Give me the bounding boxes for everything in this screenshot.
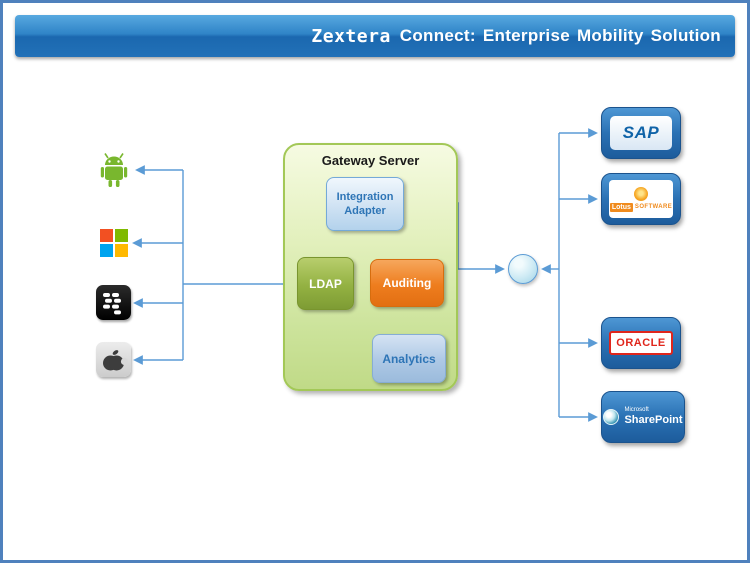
sap-logo-icon: SAP [610,116,672,150]
integration-adapter-node: Integration Adapter [326,177,404,231]
ms-blue-square [100,244,113,257]
system-sharepoint: Microsoft SharePoint [601,391,685,443]
android-icon [95,151,133,189]
sap-label: SAP [622,123,660,142]
integration-adapter-label: Integration Adapter [336,190,394,217]
apple-icon [96,342,131,377]
lotus-logo-icon: Lotus SOFTWARE [609,180,673,218]
title-bar: Zextera Connect: Enterprise Mobility Sol… [15,15,735,57]
ms-yellow-square [115,244,128,257]
analytics-node: Analytics [372,334,446,383]
blackberry-icon [96,285,131,320]
hub-connector-circle [508,254,538,284]
system-sap: SAP [601,107,681,159]
sharepoint-label: SharePoint [624,414,683,427]
ms-green-square [115,229,128,242]
oracle-logo-icon: ORACLE [609,331,673,355]
auditing-label: Auditing [382,276,432,290]
oracle-label: ORACLE [616,337,666,349]
system-oracle: ORACLE [601,317,681,369]
sharepoint-sublabel: Microsoft [624,407,649,414]
lotus-sublabel: SOFTWARE [634,204,673,210]
auditing-node: Auditing [370,259,444,307]
title-brand: Zextera [311,25,391,47]
analytics-label: Analytics [382,351,436,366]
gateway-server-label: Gateway Server [321,153,420,168]
system-lotus: Lotus SOFTWARE [601,173,681,225]
ldap-label: LDAP [309,276,342,291]
microsoft-icon [100,229,128,257]
page-title: Connect: Enterprise Mobility Solution [399,26,721,45]
sharepoint-swirl-icon [603,409,620,425]
lotus-sun-icon [634,186,648,201]
ldap-node: LDAP [297,257,354,310]
ms-red-square [100,229,113,242]
lotus-label: Lotus [609,202,633,212]
